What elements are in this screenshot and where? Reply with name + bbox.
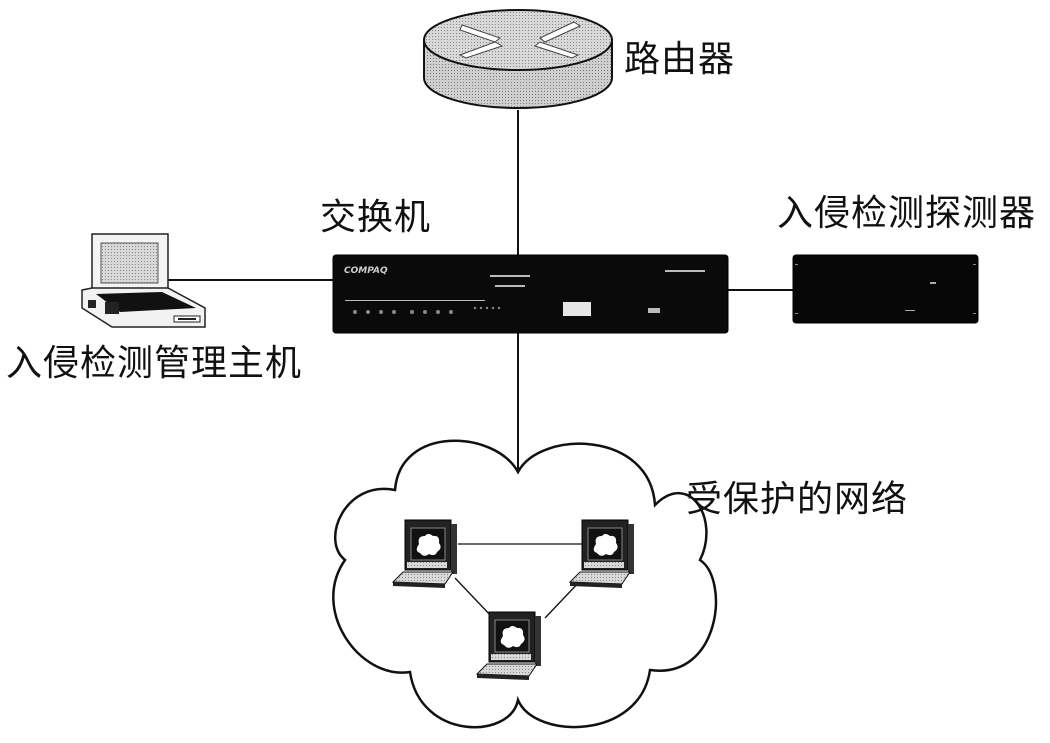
sensor-label: 入侵检测探测器 bbox=[777, 193, 1037, 234]
router-label: 路由器 bbox=[624, 39, 736, 80]
laptop-icon bbox=[81, 233, 206, 328]
connections bbox=[168, 110, 793, 472]
protected-network-label: 受保护的网络 bbox=[686, 479, 909, 520]
management-host-label: 入侵检测管理主机 bbox=[6, 343, 303, 384]
switch-icon: COMPAQ bbox=[332, 254, 729, 334]
switch-brand: COMPAQ bbox=[344, 266, 388, 276]
cloud-icon bbox=[332, 439, 718, 729]
switch-label: 交换机 bbox=[320, 197, 432, 238]
router-icon bbox=[423, 9, 613, 109]
sensor-appliance-icon bbox=[792, 254, 979, 324]
